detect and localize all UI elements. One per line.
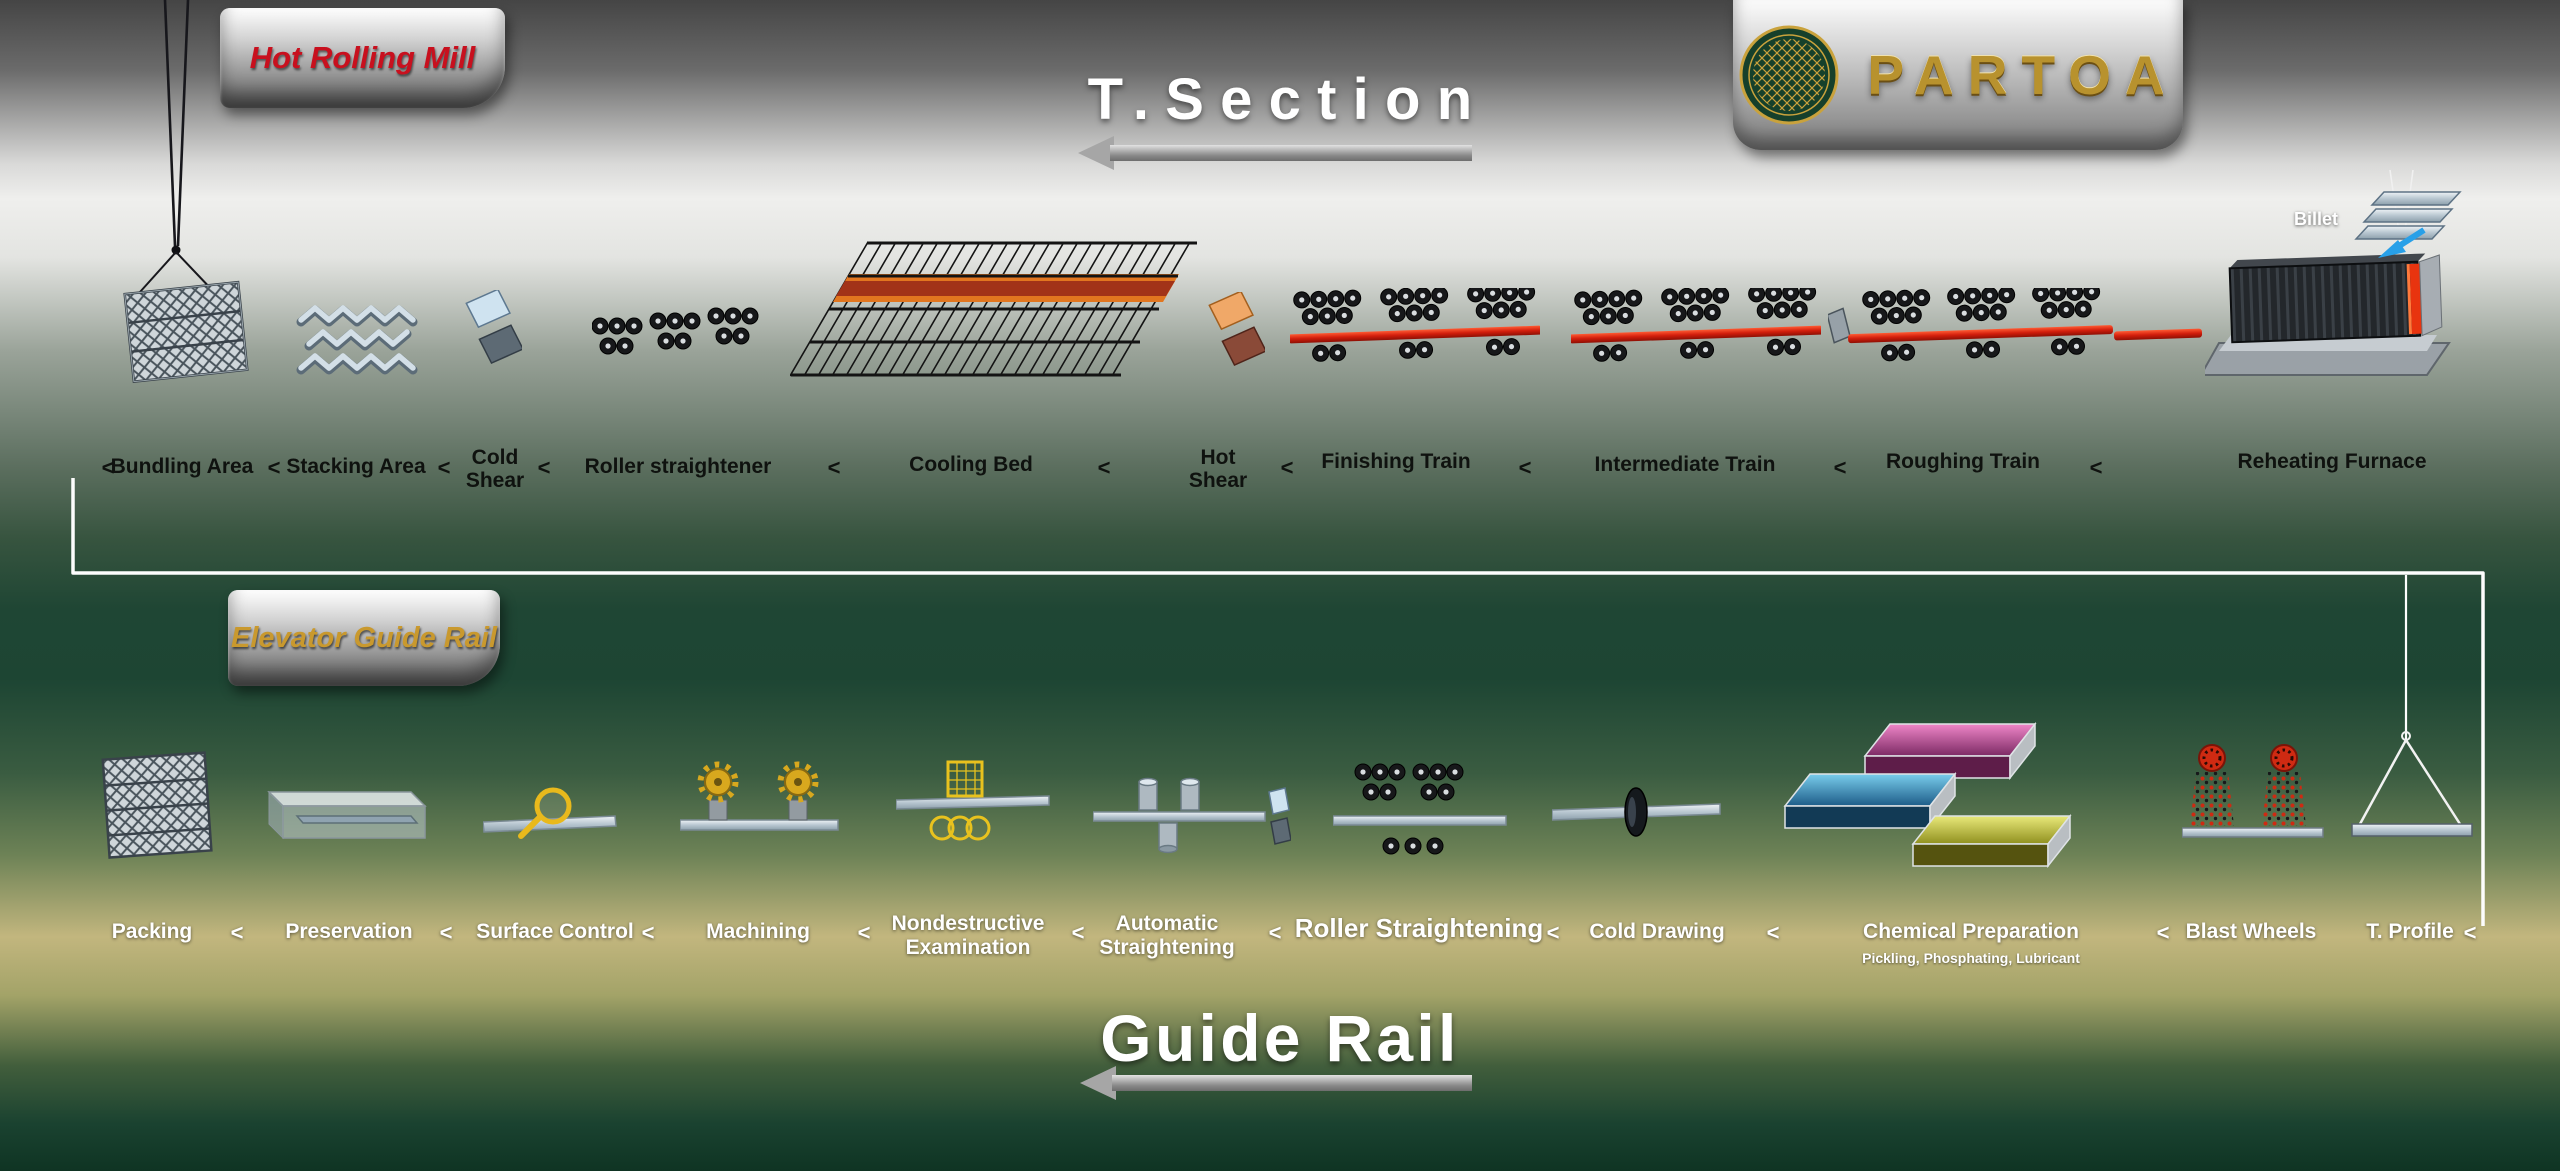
arrow-head xyxy=(1078,136,1114,170)
station-label-reheating-furnace: Reheating Furnace xyxy=(2237,450,2427,473)
billet-stack-icon xyxy=(2340,190,2475,265)
stacking-area-icon xyxy=(295,300,445,380)
flow-separator: < xyxy=(437,455,451,480)
station-label-stacking-area: Stacking Area xyxy=(286,455,426,478)
station-label-blast-wheels: Blast Wheels xyxy=(2185,920,2317,943)
arrow-shaft xyxy=(1110,145,1472,161)
elevator-guide-rail-plaque: Elevator Guide Rail xyxy=(228,590,500,686)
finishing-train-icon xyxy=(1290,288,1540,380)
intermediate-train-icon xyxy=(1571,288,1821,380)
flow-separator: < xyxy=(1268,920,1282,945)
blast-unit xyxy=(2190,744,2234,826)
mill-plaque: Hot Rolling Mill xyxy=(220,8,505,108)
nondestructive-examination-icon xyxy=(896,756,1051,856)
top-flow-title: T.Section xyxy=(1087,67,1489,132)
surface-control-icon xyxy=(483,780,618,865)
cooling-bed-icon xyxy=(790,236,1200,386)
top-flow-arrow-icon xyxy=(1078,136,1472,170)
flow-separator: < xyxy=(1833,455,1847,480)
automatic-straightening-icon xyxy=(1093,770,1291,865)
roller-straightening-icon xyxy=(1333,762,1508,874)
station-label-finishing-train: Finishing Train xyxy=(1321,450,1471,473)
flow-separator: < xyxy=(2156,920,2170,945)
flow-separator: < xyxy=(1071,920,1085,945)
company-name: PARTOA xyxy=(1867,44,2179,106)
station-label-surface-control: Surface Control xyxy=(476,920,634,943)
magnifier-handle xyxy=(518,814,543,839)
magnifier-lens xyxy=(534,787,572,825)
station-label-preservation: Preservation xyxy=(285,920,413,943)
arrow-shaft xyxy=(1112,1075,1472,1091)
flow-separator: < xyxy=(439,920,453,945)
station-label-cold-drawing: Cold Drawing xyxy=(1589,920,1725,943)
cold-drawing-icon xyxy=(1552,776,1722,868)
station-label-roller-straightening: Roller Straightening xyxy=(1294,913,1544,943)
station-label-chemical-preparation: Chemical Preparation xyxy=(1863,920,2079,943)
gear-unit xyxy=(697,761,739,821)
flow-separator: < xyxy=(1097,455,1111,480)
station-label-t-profile: T. Profile xyxy=(2366,920,2454,943)
flow-separator: < xyxy=(1518,455,1532,480)
hot-shear-icon xyxy=(1205,292,1265,377)
bottom-flow-arrow-icon xyxy=(1080,1066,1472,1100)
flow-separator: < xyxy=(1280,455,1294,480)
company-plaque: PARTOA xyxy=(1733,0,2183,150)
arrow-head xyxy=(1080,1066,1116,1100)
flow-separator: < xyxy=(537,455,551,480)
station-sublabel-chemical-preparation: Pickling, Phosphating, Lubricant xyxy=(1862,950,2080,966)
mill-plaque-label: Hot Rolling Mill xyxy=(249,40,476,75)
station-label-nondestructive-examination: Nondestructive Examination xyxy=(891,912,1045,959)
flow-separator: < xyxy=(2463,920,2477,945)
station-label-automatic-straightening: Automatic Straightening xyxy=(1099,912,1235,959)
roller-straightener-icon xyxy=(592,300,762,385)
roughing-train-icon xyxy=(1828,288,2113,380)
elevator-guide-rail-label: Elevator Guide Rail xyxy=(231,621,497,654)
machining-icon xyxy=(680,746,840,846)
station-label-bundling-area: Bundling Area xyxy=(110,455,254,478)
partoa-emblem-logo xyxy=(1739,25,1839,125)
station-label-cooling-bed: Cooling Bed xyxy=(909,453,1033,476)
flow-separator: < xyxy=(641,920,655,945)
bottom-flow-title: Guide Rail xyxy=(1100,1001,1460,1075)
flow-separator: < xyxy=(267,455,281,480)
station-label-packing: Packing xyxy=(111,920,193,943)
blast-unit xyxy=(2262,744,2306,826)
flow-separator: < xyxy=(857,920,871,945)
billet-label: Billet xyxy=(2293,209,2339,229)
cold-shear-icon xyxy=(462,290,522,375)
gear-unit xyxy=(777,761,819,821)
flow-separator: < xyxy=(1546,920,1560,945)
station-label-hot-shear: Hot Shear xyxy=(1188,446,1248,493)
t-profile-sling-icon xyxy=(2348,726,2478,874)
station-label-machining: Machining xyxy=(706,920,810,943)
chemical-preparation-icon xyxy=(1780,716,2080,891)
preservation-icon xyxy=(253,766,431,866)
flow-separator: < xyxy=(230,920,244,945)
flow-separator: < xyxy=(2089,455,2103,480)
bundling-area-icon xyxy=(115,272,255,392)
blast-wheels-icon xyxy=(2182,740,2327,866)
packing-icon xyxy=(98,742,218,867)
station-label-intermediate-train: Intermediate Train xyxy=(1594,453,1776,476)
station-label-cold-shear: Cold Shear xyxy=(465,446,525,493)
station-label-roughing-train: Roughing Train xyxy=(1886,450,2040,473)
flow-separator: < xyxy=(1766,920,1780,945)
reheating-furnace-icon xyxy=(2205,235,2465,385)
flow-separator: < xyxy=(827,455,841,480)
flow-separator: < xyxy=(101,455,115,480)
station-label-roller-straightener: Roller straightener xyxy=(584,455,772,478)
